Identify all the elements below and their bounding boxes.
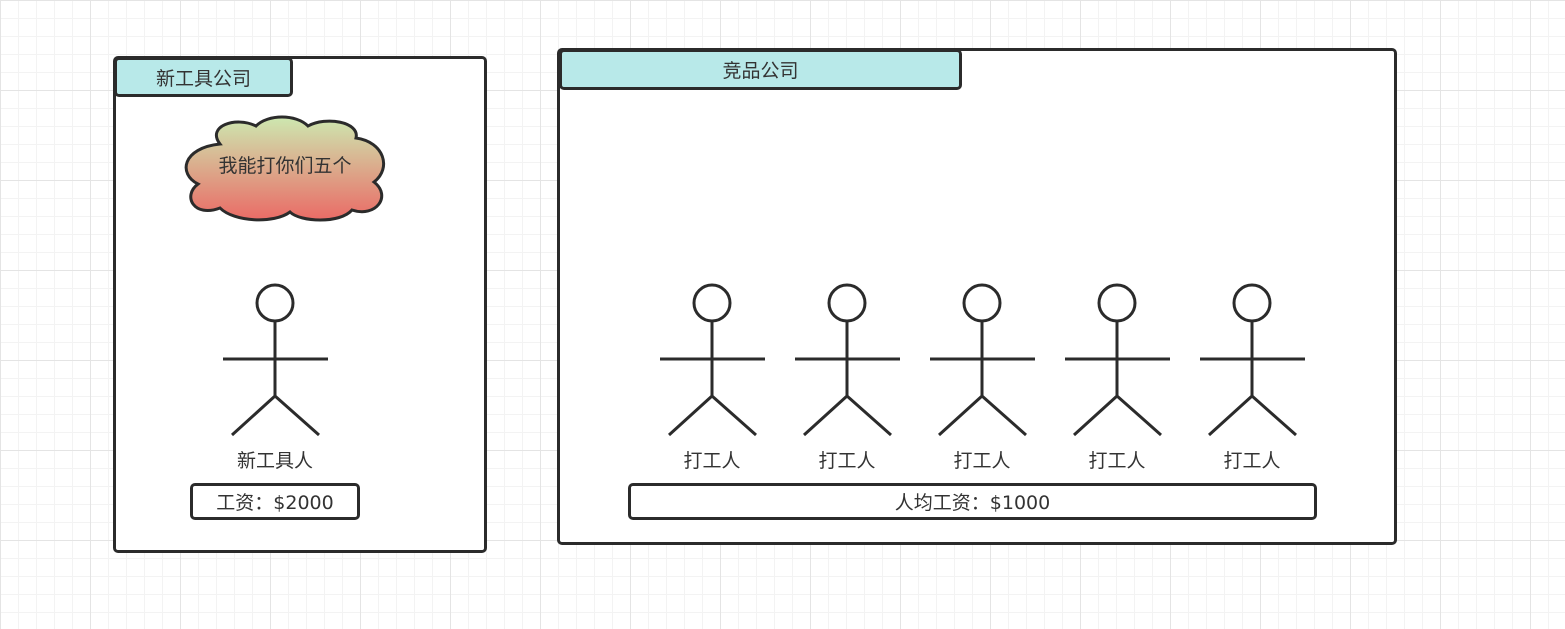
worker-label-5: 打工人 — [1223, 450, 1281, 472]
new-tool-salary-box[interactable]: 工资：$2000 — [190, 483, 360, 520]
new-tool-person-label: 新工具人 — [236, 450, 313, 472]
competitor-company-title-text: 竞品公司 — [722, 60, 799, 82]
worker-label-2: 打工人 — [818, 450, 876, 472]
new-tool-person-figure[interactable] — [221, 282, 331, 442]
worker-figure-4[interactable] — [1063, 282, 1173, 442]
new-tool-salary-text: 工资：$2000 — [216, 492, 334, 514]
cloud-text: 我能打你们五个 — [218, 154, 352, 177]
worker-label-4: 打工人 — [1088, 450, 1146, 472]
boast-cloud[interactable]: 我能打你们五个 — [180, 112, 390, 222]
cloud-shape — [184, 115, 386, 222]
worker-figure-5[interactable] — [1198, 282, 1308, 442]
new-tool-company-title-text: 新工具公司 — [155, 67, 251, 90]
worker-label-1: 打工人 — [683, 450, 741, 472]
competitor-salary-box[interactable]: 人均工资：$1000 — [628, 483, 1317, 520]
new-tool-company-title[interactable]: 新工具公司 — [114, 57, 293, 97]
worker-figure-1[interactable] — [658, 282, 768, 442]
worker-figure-3[interactable] — [928, 282, 1038, 442]
competitor-company-title[interactable]: 竞品公司 — [559, 49, 962, 90]
competitor-salary-text: 人均工资：$1000 — [894, 492, 1051, 514]
worker-figure-2[interactable] — [793, 282, 903, 442]
worker-label-3: 打工人 — [953, 450, 1011, 472]
